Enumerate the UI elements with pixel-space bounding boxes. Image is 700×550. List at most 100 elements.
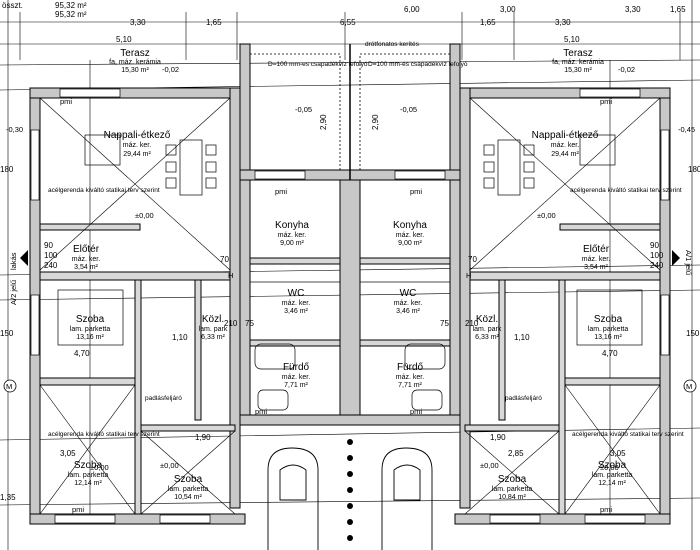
- room-nappali-right-name: Nappali-étkező: [532, 130, 599, 141]
- room-terasz-right-sub: fa, máz. kerámia: [552, 59, 604, 66]
- area-total-value-1: 95,32 m²: [55, 1, 87, 10]
- dim-470-right: 4,70: [602, 349, 618, 358]
- dim-180-right: 180: [688, 165, 700, 174]
- room-szoba2-left-area: 12,14 m²: [74, 480, 102, 487]
- pmi-konyha-right: pmi: [410, 187, 422, 196]
- terrace-marks: [39, 97, 661, 515]
- room-wc-right-sub: máz. ker.: [394, 300, 422, 307]
- dim-75-left: 75: [245, 319, 254, 328]
- label-A2: A/2 jelű: [9, 280, 18, 305]
- entrance-arrow-left: [20, 250, 28, 266]
- dim-top-right-e: 3,30: [625, 5, 641, 14]
- courtyard-right: [359, 53, 451, 171]
- dim-door-90-left: 90: [44, 241, 53, 250]
- note-lintel-right: acélgerenda kiváltó statikai terv szerin…: [570, 187, 682, 194]
- entrance-arrow-right: [672, 250, 680, 266]
- room-szoba3-right-area: 10,84 m²: [498, 494, 526, 501]
- level-right-nappali: ±0,00: [537, 211, 556, 220]
- note-drain-left: D=100 mm-es csapadékvíz lefolyó: [268, 61, 368, 68]
- room-nappali-right-sub: máz. ker.: [551, 142, 579, 149]
- room-szoba2-left-name: Szoba: [74, 460, 103, 471]
- room-konyha-left-name: Konyha: [275, 220, 309, 231]
- dim-70-right: 70: [468, 255, 477, 264]
- marker-M-right: [683, 379, 697, 393]
- label-H-left: H: [228, 271, 233, 280]
- dim-150-left: 150: [0, 329, 14, 338]
- pmi-furdo-right: pmi: [410, 407, 422, 416]
- dim-door-240-left: 240: [44, 261, 58, 270]
- furniture: [57, 134, 643, 411]
- room-terasz-left-sub: fa, máz. kerámia: [109, 59, 161, 66]
- courtyard-left: [249, 53, 341, 171]
- dim-305-left: 3,05: [60, 449, 76, 458]
- room-nappali-left-name: Nappali-étkező: [104, 130, 171, 141]
- label-M-left: M: [6, 382, 12, 391]
- room-szoba1-left-sub: lam. parketta: [70, 326, 111, 333]
- room-konyha-right-name: Konyha: [393, 220, 427, 231]
- dim-110-left: 1,10: [172, 333, 188, 342]
- room-furdo-right-area: 7,71 m²: [398, 382, 422, 389]
- room-szoba3-left-name: Szoba: [174, 474, 203, 485]
- room-kozl-right-name: Közl.: [476, 314, 498, 325]
- room-szoba1-right-name: Szoba: [594, 314, 623, 325]
- room-nappali-left-sub: máz. ker.: [123, 142, 151, 149]
- room-konyha-right-area: 9,00 m²: [398, 240, 422, 247]
- note-lintel-left: acélgerenda kiváltó statikai terv szerin…: [48, 187, 160, 194]
- dim-70-left: 70: [220, 255, 229, 264]
- dim-top-left-b: 1,65: [206, 18, 222, 27]
- dim-210-left: 210: [224, 319, 238, 328]
- dim-courtyard-right: 2,90: [371, 114, 380, 130]
- room-terasz-left-area: 15,30 m²: [121, 67, 149, 74]
- room-wc-left-sub: máz. ker.: [282, 300, 310, 307]
- room-konyha-right-sub: máz. ker.: [396, 232, 424, 239]
- dim-285-right: 2,85: [508, 449, 524, 458]
- dim-second-right: 5,10: [564, 35, 580, 44]
- room-terasz-left-name: Terasz: [120, 48, 149, 59]
- room-nappali-right-area: 29,44 m²: [551, 151, 579, 158]
- area-total-value-2: 95,32 m²: [55, 10, 87, 19]
- pmi-right-top: pmi: [600, 97, 612, 106]
- room-eloter-left-name: Előtér: [73, 244, 100, 255]
- dim-190-left: 1,90: [195, 433, 211, 442]
- pmi-left-top: pmi: [60, 97, 72, 106]
- room-eloter-left-area: 3,54 m²: [74, 264, 98, 271]
- level-right-szoba: ±0,00: [600, 463, 619, 472]
- room-terasz-right-area: 15,30 m²: [564, 67, 592, 74]
- room-szoba1-right-sub: lam. parketta: [588, 326, 629, 333]
- room-kozl-left-area: 6,33 m²: [201, 334, 225, 341]
- room-furdo-right-sub: máz. ker.: [396, 374, 424, 381]
- level-court-right: -0,05: [400, 105, 417, 114]
- marker-M-left: [3, 379, 17, 393]
- room-furdo-left-area: 7,71 m²: [284, 382, 308, 389]
- pmi-bottom-left: pmi: [72, 505, 84, 514]
- pmi-furdo-left: pmi: [255, 407, 267, 416]
- room-szoba1-left-area: 13,16 m²: [76, 334, 104, 341]
- note-lintel-bottom-right: acélgerenda kiváltó statikai terv szerin…: [572, 431, 684, 438]
- pmi-konyha-left: pmi: [275, 187, 287, 196]
- area-total-label: összt.: [2, 1, 23, 10]
- dim-305-right: 3,05: [610, 449, 626, 458]
- note-attic-left: padlásfeljáró: [145, 395, 182, 402]
- level-left-nappali: ±0,00: [135, 211, 154, 220]
- room-kozl-left-name: Közl.: [202, 314, 224, 325]
- room-szoba1-left-name: Szoba: [76, 314, 105, 325]
- label-H-right: H: [466, 271, 471, 280]
- dim-180-left: 180: [0, 165, 14, 174]
- room-furdo-left-sub: máz. ker.: [282, 374, 310, 381]
- room-wc-left-area: 3,46 m²: [284, 308, 308, 315]
- room-wc-left-name: WC: [288, 288, 305, 299]
- room-nappali-left-area: 29,44 m²: [123, 151, 151, 158]
- dim-top-right-a: 6,00: [404, 5, 420, 14]
- room-szoba1-right-area: 13,16 m²: [594, 334, 622, 341]
- level-court-left: -0,05: [295, 105, 312, 114]
- dim-210-right: 210: [465, 319, 479, 328]
- room-eloter-left-sub: máz. ker.: [72, 256, 100, 263]
- level-left-szoba3: ±0,00: [160, 461, 179, 470]
- room-kozl-right-area: 6,33 m²: [475, 334, 499, 341]
- room-szoba3-left-area: 10,54 m²: [174, 494, 202, 501]
- dim-door-100-right: 100: [650, 251, 664, 260]
- walls: [29, 43, 671, 525]
- dim-door-90-right: 90: [650, 241, 659, 250]
- room-kozl-left-sub: lam. park: [199, 326, 228, 333]
